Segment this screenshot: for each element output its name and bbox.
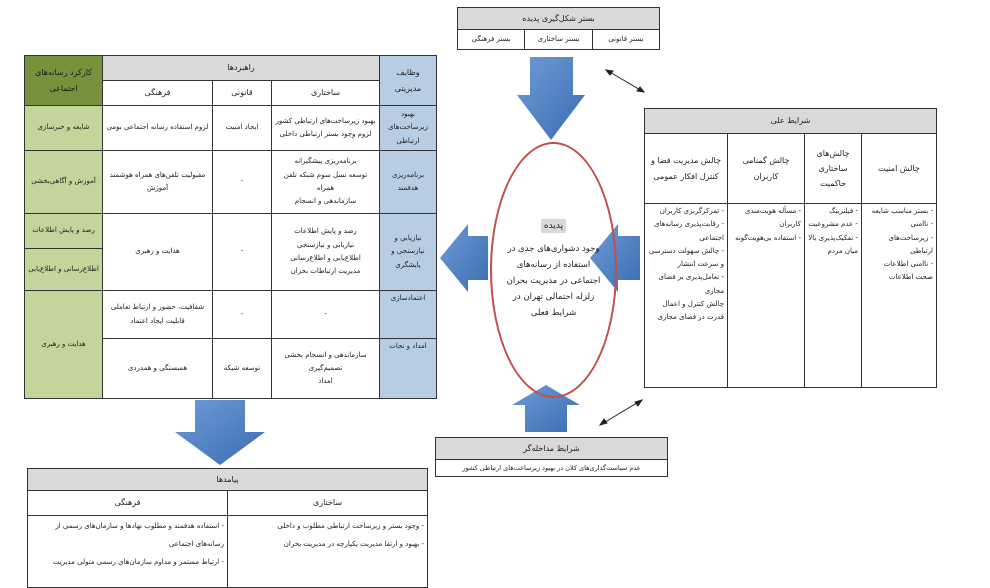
context-item: بستر ساختاری bbox=[524, 29, 593, 50]
list-item: استفاده هدفمند و مطلوب نهادها و سازمان‌ه… bbox=[31, 517, 224, 553]
list-item: بستر مناسب شایعه bbox=[865, 205, 933, 218]
causal-title: شرایط علی bbox=[643, 108, 938, 134]
intervening-text: عدم سیاست‌گذاری‌های کلان در بهبود زیرساخ… bbox=[435, 459, 668, 477]
func-cell: شایعه و خبرسازی bbox=[24, 105, 103, 151]
structural-cell: برنامه‌ریزی پیشگیرانه توسعه نسل سوم شبکه … bbox=[271, 150, 380, 214]
double-arrow-icon bbox=[598, 69, 646, 426]
outcomes-cultural-header: فرهنگی bbox=[27, 490, 228, 516]
outcomes-title: پیامدها bbox=[27, 468, 428, 491]
legal-header: قانونی bbox=[212, 80, 272, 106]
cell-line: اطلاع‌یابی و اطلاع‌رسانی bbox=[290, 254, 361, 262]
cultural-cell: همبستگی و همدردی bbox=[102, 338, 213, 399]
outcomes-structural-body: وجود بستر و زیرساخت ارتباطی مطلوب و داخل… bbox=[227, 515, 428, 588]
outcomes-cultural-body: استفاده هدفمند و مطلوب نهادها و سازمان‌ه… bbox=[27, 515, 228, 588]
list-item: رقابت‌پذیری رسانه‌های اجتماعی bbox=[648, 218, 724, 245]
cell-line: سازماندهی و انسجام bbox=[294, 197, 357, 206]
list-item: مسأله هویت‌مندی کاربران bbox=[731, 205, 801, 232]
list-item: ناامنی bbox=[865, 218, 933, 231]
list-item: چالش کنترل و اعمال قدرت در فضای مجازی bbox=[657, 300, 724, 322]
cell-line: امداد bbox=[318, 377, 333, 386]
list-item: تمرکزگریزی کاربران bbox=[648, 205, 724, 218]
cultural-cell: هدایت و رهبری bbox=[102, 213, 213, 291]
mgmt-cell: برنامه‌ریزی هدفمند bbox=[379, 150, 437, 214]
causal-col-body: فیلترینگعدم مشروعیتتفکیک‌پذیری بالا میان… bbox=[804, 203, 862, 388]
cell-line: برنامه‌ریزی پیشگیرانه bbox=[294, 157, 357, 166]
func-cell: رصد و پایش اطلاعات bbox=[24, 213, 103, 249]
structural-cell: - bbox=[271, 290, 380, 339]
mgmt-cell: نیازیابی و نیازسنجی و پایشگری bbox=[379, 213, 437, 291]
list-item: صحت اطلاعات bbox=[888, 273, 933, 282]
structural-cell: رصد و پایش اطلاعات نیازیابی و نیازسنجی اطل… bbox=[271, 213, 380, 291]
causal-col-header: چالش‌های ساختاری حاکمیت bbox=[804, 133, 862, 204]
list-item: تعامل‌پذیری بر فضای مجازی bbox=[648, 271, 724, 298]
legal-cell: توسعه شبکه bbox=[212, 338, 272, 399]
phenomenon-text: وجود دشواری‌های جدی در استفاده از رسانه‌… bbox=[506, 243, 601, 319]
cell-line: مدیریت ارتباطات بحران bbox=[290, 267, 361, 276]
list-item: استفاده بی‌هویت‌گونه bbox=[731, 232, 801, 245]
cell-line: نیازیابی و نیازسنجی bbox=[296, 240, 355, 249]
func-cell: هدایت و رهبری bbox=[24, 290, 103, 399]
cell-line: تصمیم‌گیری bbox=[308, 363, 343, 372]
intervening-box: شرایط مداخله‌گر عدم سیاست‌گذاری‌های کلان… bbox=[435, 437, 668, 477]
phenomenon-ellipse: پدیده وجود دشواری‌های جدی در استفاده از … bbox=[490, 142, 617, 398]
down-arrow-icon bbox=[517, 57, 585, 140]
cell-line: سازماندهی و انسجام بخشی bbox=[284, 350, 367, 359]
down-arrow-icon bbox=[175, 400, 265, 465]
list-item: فیلترینگ bbox=[808, 205, 858, 218]
list-item: زیرساخت‌های ارتباطی bbox=[865, 232, 933, 259]
structural-cell: بهبود زیرساخت‌های ارتباطی کشور لزوم وجود … bbox=[271, 105, 380, 151]
legal-cell: - bbox=[212, 290, 272, 339]
cell-line: توسعه نسل سوم شبکه تلفن همراه bbox=[283, 170, 368, 192]
cell-line: لزوم وجود بستر ارتباطی داخلی bbox=[279, 130, 372, 138]
legal-cell: - bbox=[212, 213, 272, 291]
mgmt-cell: اعتمادسازی bbox=[379, 290, 437, 339]
cell-line: رصد و پایش اطلاعات bbox=[294, 227, 357, 236]
structural-header: ساختاری bbox=[271, 80, 380, 106]
func-cell: اطلاع‌رسانی و اطلاع‌یابی bbox=[24, 248, 103, 291]
left-arrow-icon bbox=[440, 224, 488, 292]
cultural-cell: مقبولیت تلفن‌های همراه هوشمند آموزش bbox=[102, 150, 213, 214]
up-arrow-icon bbox=[512, 385, 580, 432]
causal-col-body: مسأله هویت‌مندی کاربراناستفاده بی‌هویت‌گ… bbox=[727, 203, 805, 388]
strategies-header: راهبردها bbox=[102, 55, 380, 81]
context-title: بستر شکل‌گیری پدیده bbox=[457, 6, 660, 31]
causal-col-body: بستر مناسب شایعهناامنیزیرساخت‌های ارتباط… bbox=[861, 203, 937, 388]
list-item: چالش سهولت دسترسی و سرعت انتشار bbox=[648, 245, 724, 272]
outcomes-structural-header: ساختاری bbox=[227, 490, 428, 516]
causal-col-body: تمرکزگریزی کاربرانرقابت‌پذیری رسانه‌های … bbox=[643, 203, 729, 388]
causal-col-header: چالش امنیت bbox=[861, 133, 937, 204]
cell-line: بهبود زیرساخت‌های ارتباطی کشور bbox=[275, 116, 376, 125]
list-item: بهبود و ارتقا مدیریت یکپارچه در مدیریت ب… bbox=[231, 535, 424, 553]
cultural-header: فرهنگی bbox=[102, 80, 213, 106]
func-cell: آموزش و آگاهی‌بخشی bbox=[24, 150, 103, 214]
legal-cell: ایجاد امنیت bbox=[212, 105, 272, 151]
list-item: عدم مشروعیت bbox=[808, 218, 858, 231]
legal-cell: - bbox=[212, 150, 272, 214]
context-item: بستر فرهنگی bbox=[456, 29, 526, 50]
cultural-cell: شفافیت، حضور و ارتباط تعاملی قابلیت ایجا… bbox=[102, 290, 213, 339]
list-item: وجود بستر و زیرساخت ارتباطی مطلوب و داخل… bbox=[231, 517, 424, 535]
mgmt-cell: بهبود زیرساخت‌های ارتباطی bbox=[379, 105, 437, 151]
func-header: کارکرد رسانه‌های اجتماعی bbox=[24, 55, 103, 106]
structural-cell: سازماندهی و انسجام بخشی تصمیم‌گیری امداد bbox=[271, 338, 380, 399]
list-item: تفکیک‌پذیری بالا میان مردم bbox=[808, 232, 858, 259]
phenomenon-title: پدیده bbox=[540, 218, 567, 233]
intervening-title: شرایط مداخله‌گر bbox=[435, 437, 668, 460]
cultural-cell: لزوم استفاده رسانه اجتماعی بومی bbox=[102, 105, 213, 151]
list-item: ناامنی اطلاعات bbox=[865, 258, 933, 271]
list-item: ارتباط مستمر و مداوم سازمان‌های رسمی متو… bbox=[31, 553, 224, 571]
mgmt-header: وظایف مدیریتی bbox=[379, 55, 437, 106]
causal-col-header: چالش گمنامی کاربران bbox=[727, 133, 805, 204]
causal-col-header: چالش مدیریت فضا و کنترل افکار عمومی bbox=[643, 133, 729, 204]
context-item: بستر قانونی bbox=[591, 29, 661, 50]
mgmt-cell: امداد و نجات bbox=[379, 338, 437, 399]
